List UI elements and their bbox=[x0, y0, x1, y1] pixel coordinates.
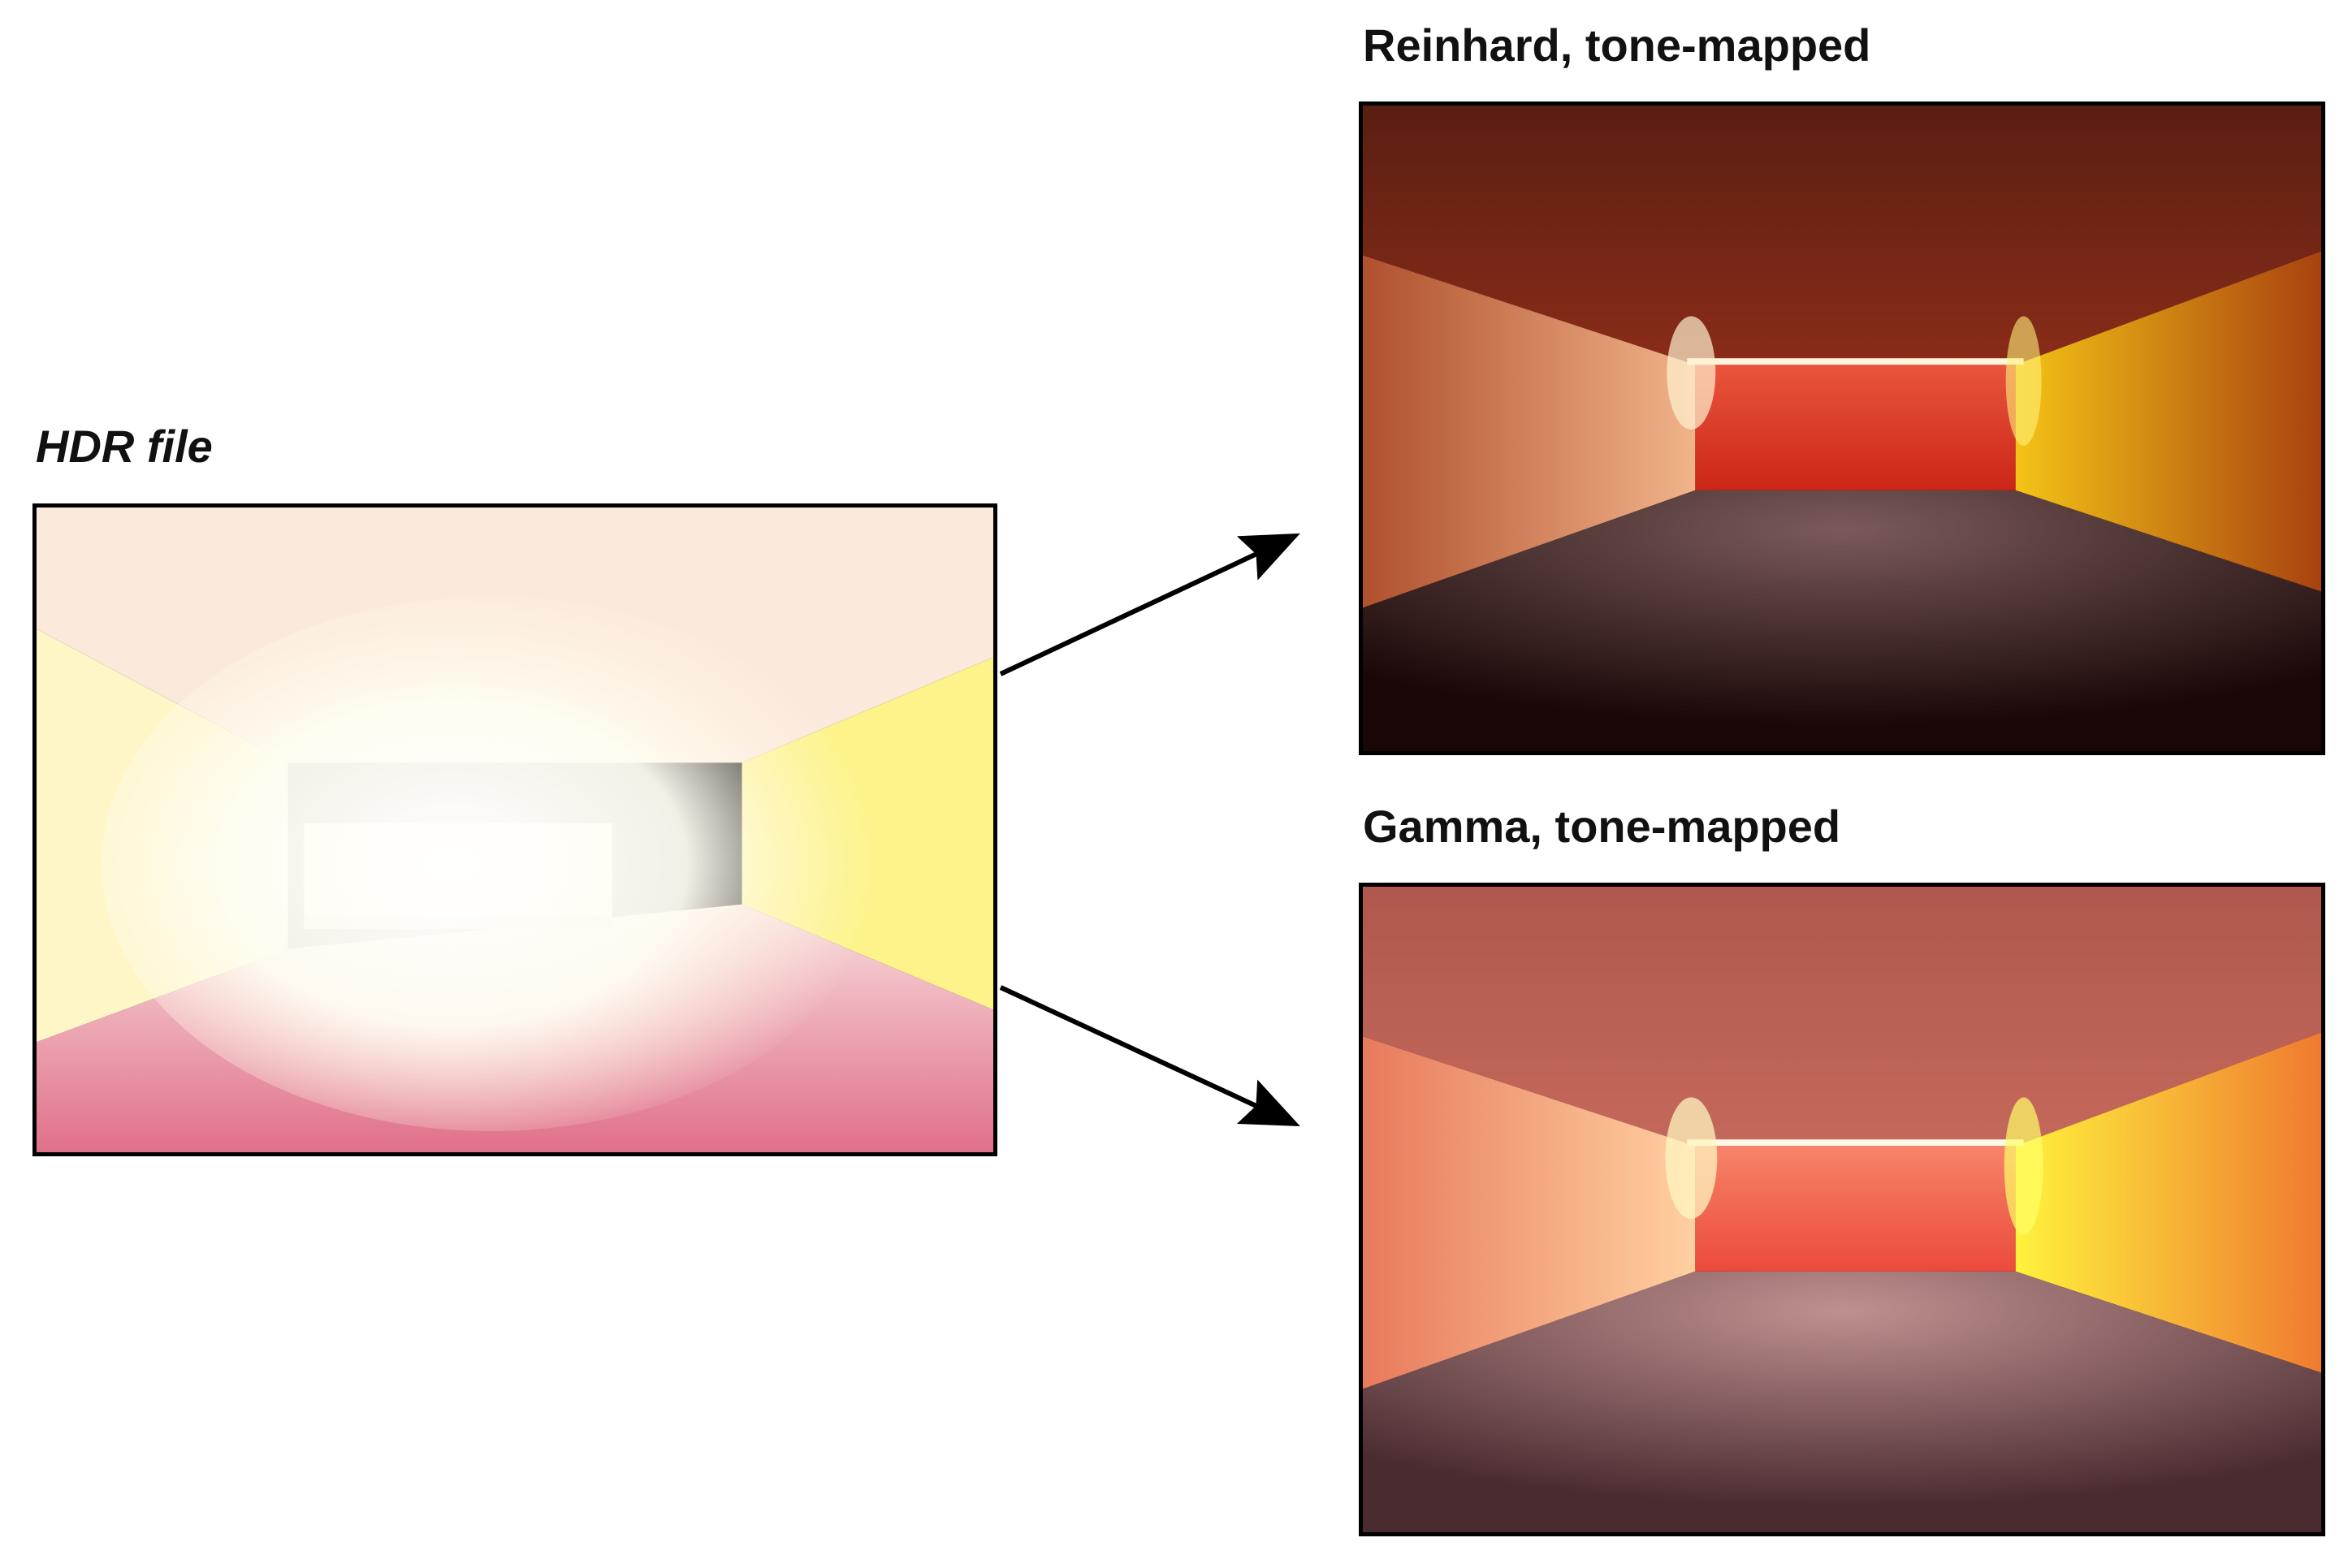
gamma-room-image bbox=[1363, 887, 2321, 1532]
hdr-room-image bbox=[37, 508, 993, 1152]
hdr-image-panel bbox=[32, 503, 997, 1156]
gamma-image-panel bbox=[1359, 883, 2325, 1536]
arrow-to-reinhard bbox=[999, 533, 1300, 676]
reinhard-image-panel bbox=[1359, 102, 2325, 755]
arrow-to-gamma bbox=[999, 985, 1300, 1127]
reinhard-room-image bbox=[1363, 106, 2321, 751]
reinhard-label: Reinhard, tone-mapped bbox=[1363, 19, 1871, 71]
gamma-label: Gamma, tone-mapped bbox=[1363, 801, 1841, 852]
hdr-file-label: HDR file bbox=[36, 421, 213, 472]
